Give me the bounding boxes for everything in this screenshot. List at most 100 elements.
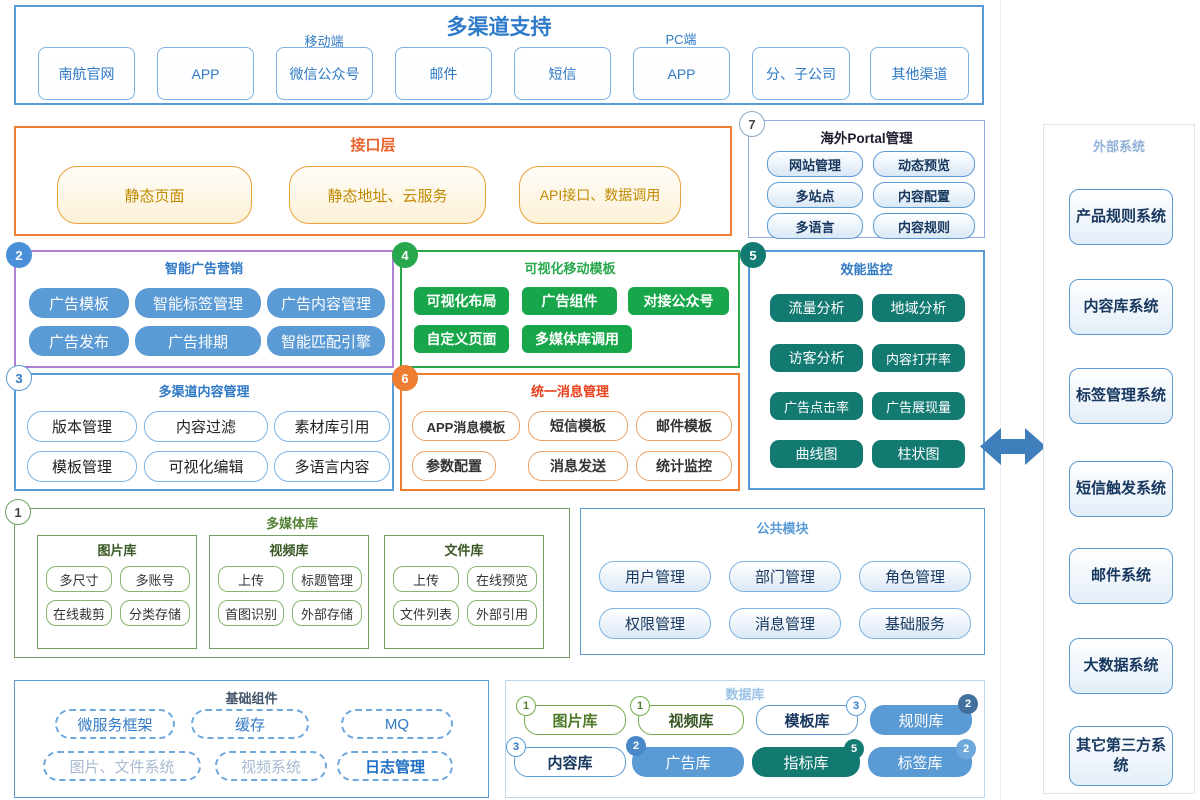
msg-stat-monitor: 统计监控 [636, 451, 732, 481]
db-rule-lib-label: 规则库 [898, 712, 944, 730]
multichannel-title: 多渠道支持 [446, 16, 552, 39]
ext-bigdata-system: 大数据系统 [1069, 638, 1173, 694]
common-modules-title: 公共模块 [756, 521, 809, 536]
common-user-mgmt: 用户管理 [599, 561, 711, 592]
base-video-system: 视频系统 [215, 751, 327, 781]
msg-sms-template: 短信模板 [528, 411, 628, 441]
section-interface-layer: 接口层 静态页面 静态地址、云服务 API接口、数据调用 [14, 126, 732, 236]
section-common-modules: 公共模块 用户管理 部门管理 角色管理 权限管理 消息管理 基础服务 [580, 508, 985, 655]
iface-api-data: API接口、数据调用 [519, 166, 681, 224]
databases-title: 数据库 [725, 687, 765, 702]
common-dept-mgmt: 部门管理 [729, 561, 841, 592]
section-overseas-portal: 7 海外Portal管理 网站管理 动态预览 多站点 内容配置 多语言 内容规则 [739, 111, 985, 239]
channel-subsidiaries: 分、子公司 [752, 47, 850, 100]
pc-group-label: PC端 [665, 32, 697, 47]
common-permission-mgmt: 权限管理 [599, 608, 711, 639]
mon-region-analysis: 地域分析 [872, 294, 965, 322]
message-number-badge: 6 [392, 365, 418, 391]
base-cache: 缓存 [191, 709, 309, 739]
channel-app-pc: APP [633, 47, 730, 100]
ext-email-system: 邮件系统 [1069, 548, 1173, 604]
monitoring-title: 效能监控 [840, 262, 893, 277]
base-image-file-system: 图片、文件系统 [43, 751, 201, 781]
section-content-management: 3 多渠道内容管理 版本管理 内容过滤 素材库引用 模板管理 可视化编辑 多语言… [6, 365, 394, 491]
db-rule-lib-badge: 2 [958, 694, 978, 714]
db-tag-lib-label: 标签库 [897, 754, 943, 772]
img-class-storage: 分类存储 [120, 600, 190, 626]
mon-content-open-rate: 内容打开率 [872, 344, 965, 372]
media-group-files: 文件库 上传 在线预览 文件列表 外部引用 [384, 535, 544, 649]
channel-app-mobile: APP [157, 47, 254, 100]
message-mgmt-title: 统一消息管理 [530, 384, 609, 399]
ad-schedule: 广告排期 [135, 326, 261, 356]
video-upload: 上传 [218, 566, 284, 592]
portal-dynamic-preview: 动态预览 [873, 151, 975, 177]
db-template-lib: 模板库 3 [756, 696, 866, 735]
db-tag-lib-badge: 2 [956, 739, 976, 759]
channel-southern-website: 南航官网 [38, 47, 135, 100]
ad-smart-match-engine: 智能匹配引擎 [267, 326, 385, 356]
common-base-service: 基础服务 [859, 608, 971, 639]
portal-multilanguage: 多语言 [767, 213, 863, 239]
db-indicator-lib: 指标库 5 [752, 739, 864, 777]
section-ad-marketing: 2 智能广告营销 广告模板 智能标签管理 广告内容管理 广告发布 广告排期 智能… [6, 242, 394, 368]
db-content-lib: 内容库 3 [506, 737, 626, 777]
visual-layout: 可视化布局 [414, 287, 509, 315]
base-mq: MQ [341, 709, 453, 739]
section-performance-monitoring: 5 效能监控 流量分析 地域分析 访客分析 内容打开率 广告点击率 广告展现量 … [740, 242, 985, 490]
db-content-lib-badge: 3 [506, 737, 526, 757]
ad-number-badge: 2 [6, 242, 32, 268]
section-message-management: 6 统一消息管理 APP消息模板 短信模板 邮件模板 参数配置 消息发送 统计监… [392, 365, 740, 491]
db-ad-lib: 广告库 2 [626, 736, 744, 777]
bidirectional-arrow-icon [979, 423, 1047, 470]
db-rule-lib: 规则库 2 [870, 694, 978, 735]
db-indicator-lib-label: 指标库 [783, 754, 829, 772]
db-video-lib-badge: 1 [630, 696, 650, 716]
base-microservice-framework: 微服务框架 [55, 709, 175, 739]
file-online-preview: 在线预览 [467, 566, 537, 592]
db-template-lib-badge: 3 [846, 696, 866, 716]
mon-traffic-analysis: 流量分析 [770, 294, 863, 322]
content-mgmt-title: 多渠道内容管理 [158, 384, 250, 399]
mon-ad-click-rate: 广告点击率 [770, 392, 863, 420]
section-base-components: 基础组件 微服务框架 缓存 MQ 图片、文件系统 视频系统 日志管理 [14, 680, 489, 798]
ext-product-rule-system: 产品规则系统 [1069, 189, 1173, 245]
file-external-ref: 外部引用 [467, 600, 537, 626]
img-multi-size: 多尺寸 [46, 566, 112, 592]
img-multi-account: 多账号 [120, 566, 190, 592]
db-ad-lib-badge: 2 [626, 736, 646, 756]
visual-media-lib-call: 多媒体库调用 [522, 325, 632, 353]
monitoring-number-badge: 5 [740, 242, 766, 268]
content-material-ref: 素材库引用 [274, 411, 390, 442]
db-indicator-lib-badge: 5 [844, 739, 864, 759]
media-group-videos: 视频库 上传 标题管理 首图识别 外部存储 [209, 535, 369, 649]
mon-visitor-analysis: 访客分析 [770, 344, 863, 372]
video-external-storage: 外部存储 [292, 600, 362, 626]
portal-multisite: 多站点 [767, 182, 863, 208]
panel-divider-line [1000, 0, 1001, 800]
ext-content-lib-system: 内容库系统 [1069, 279, 1173, 335]
ad-content-mgmt: 广告内容管理 [267, 288, 385, 318]
video-title-mgmt: 标题管理 [292, 566, 362, 592]
db-image-lib-label: 图片库 [552, 712, 598, 730]
portal-title: 海外Portal管理 [820, 131, 913, 146]
ad-template: 广告模板 [29, 288, 129, 318]
visual-custom-page: 自定义页面 [414, 325, 509, 353]
db-video-lib: 视频库 1 [630, 696, 744, 735]
section-multichannel-support: 多渠道支持 移动端 PC端 南航官网 APP 微信公众号 邮件 短信 APP 分… [14, 5, 984, 105]
channel-sms: 短信 [514, 47, 611, 100]
file-upload: 上传 [393, 566, 459, 592]
media-number-badge: 1 [5, 499, 31, 525]
portal-website-mgmt: 网站管理 [767, 151, 863, 177]
visual-wechat-connect: 对接公众号 [628, 287, 729, 315]
msg-send: 消息发送 [528, 451, 628, 481]
channel-email: 邮件 [395, 47, 492, 100]
visual-number-badge: 4 [392, 242, 418, 268]
msg-email-template: 邮件模板 [636, 411, 732, 441]
external-systems-title: 外部系统 [1092, 139, 1145, 154]
db-image-lib-badge: 1 [516, 696, 536, 716]
section-visual-mobile-template: 4 可视化移动模板 可视化布局 广告组件 对接公众号 自定义页面 多媒体库调用 [392, 242, 740, 368]
portal-number-badge: 7 [739, 111, 765, 137]
db-video-lib-label: 视频库 [668, 712, 714, 730]
